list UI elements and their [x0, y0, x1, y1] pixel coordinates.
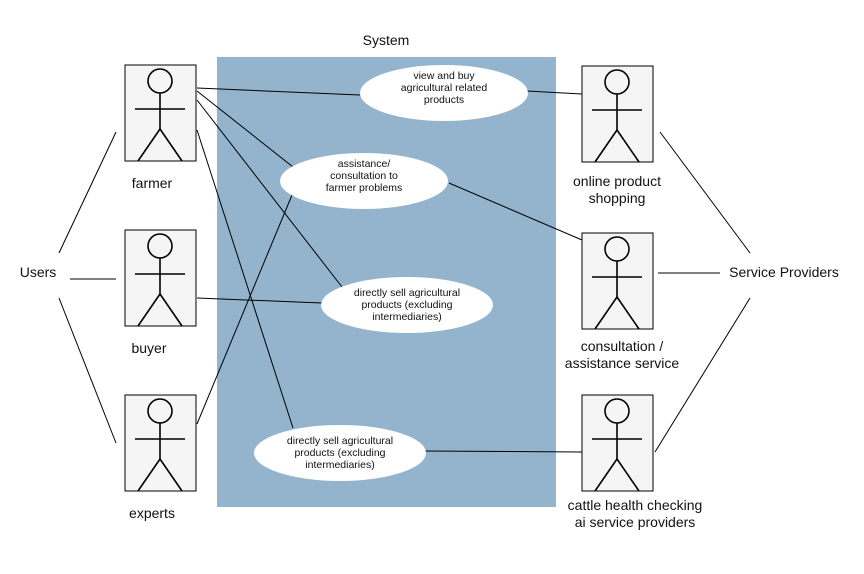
actor-label-farmer: farmer — [131, 175, 173, 191]
use-case-assistance — [280, 153, 448, 209]
line-users-experts — [58, 297, 117, 444]
line-users-farmer — [58, 131, 117, 254]
line-farmer-assistance — [196, 90, 294, 168]
association-lines — [58, 87, 751, 453]
actor-cattle-ai — [581, 394, 654, 492]
stick-figure-icon — [592, 398, 642, 492]
line-experts-assistance — [196, 194, 293, 425]
stick-figure-icon — [135, 68, 185, 162]
line-directsell2-cattle — [423, 450, 583, 453]
stick-figure-icon — [592, 69, 642, 163]
line-farmer-directsell2 — [196, 129, 294, 429]
group-users: Users — [19, 264, 57, 280]
line-assistance-consultation — [448, 182, 583, 241]
line-buyer-directsell1 — [196, 297, 323, 304]
actor-experts — [124, 394, 197, 492]
actor-consultation — [581, 232, 654, 330]
actor-label-experts: experts — [129, 505, 175, 521]
system-title: System — [362, 32, 410, 48]
group-service-providers: Service Providers — [729, 264, 839, 280]
actor-online-shopping — [581, 65, 654, 163]
line-farmer-directsell1 — [196, 99, 343, 288]
stick-figure-icon — [135, 233, 185, 327]
actor-buyer — [124, 229, 197, 327]
actors — [124, 64, 654, 492]
stick-figure-icon — [135, 398, 185, 492]
line-viewbuy-online — [526, 90, 583, 95]
use-case-direct-sell-1 — [321, 277, 493, 333]
use-case-view-buy — [360, 65, 528, 121]
line-sp-cattle — [654, 297, 751, 453]
actor-label-buyer: buyer — [131, 340, 167, 356]
use-case-direct-sell-2 — [254, 425, 426, 481]
actor-label-consultation: consultation /assistance service — [564, 338, 680, 371]
line-farmer-viewbuy — [196, 87, 361, 96]
actor-farmer — [124, 64, 197, 162]
line-sp-online — [659, 131, 751, 254]
stick-figure-icon — [592, 236, 642, 330]
